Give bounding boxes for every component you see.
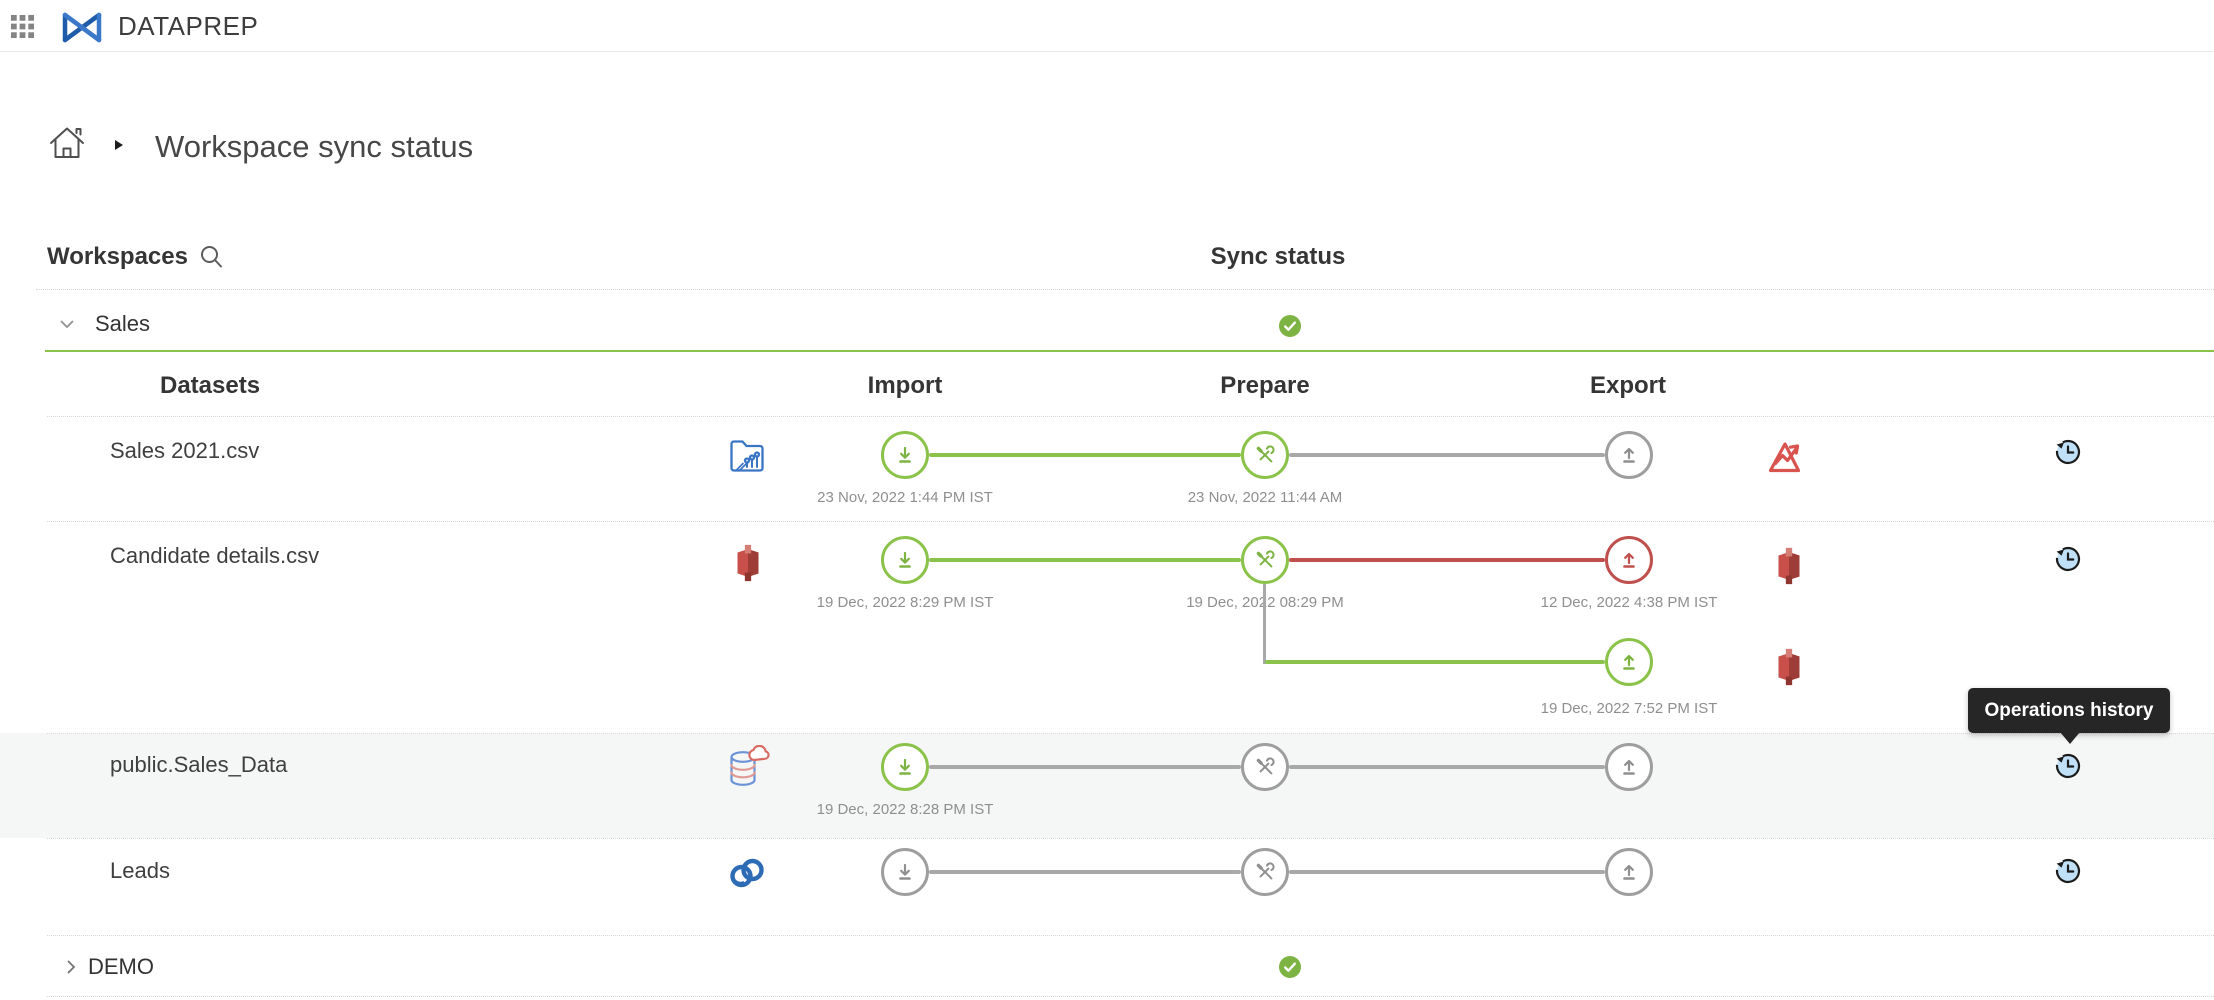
download-icon [899, 551, 911, 568]
dataset-name[interactable]: Candidate details.csv [110, 543, 320, 568]
row1-import-timestamp: 23 Nov, 2022 1:44 PM IST [817, 489, 993, 506]
workspace-demo[interactable]: DEMO [88, 954, 154, 979]
row2-branch-vline [1263, 584, 1266, 664]
redshift-icon [737, 544, 759, 582]
row2-pipe-prepare-export [1289, 558, 1605, 562]
row3-operations-history-button[interactable] [2053, 750, 2083, 780]
cloud-database-icon [730, 745, 770, 786]
analytics-icon [1768, 442, 1801, 473]
column-import: Import [867, 372, 943, 399]
upload-icon [1623, 552, 1635, 568]
row1-operations-history-button[interactable] [2053, 436, 2083, 466]
tooltip-caret [2060, 732, 2080, 744]
row3-pipe-import-prepare [929, 765, 1241, 769]
dataset-name[interactable]: public.Sales_Data [110, 752, 288, 777]
app-grid-icon[interactable] [10, 14, 35, 39]
home-icon[interactable] [46, 122, 88, 164]
row1-export-node[interactable] [1605, 431, 1653, 479]
row1-pipe-import-prepare [929, 453, 1241, 457]
download-icon [899, 758, 911, 775]
row2-prepare-node[interactable] [1241, 536, 1289, 584]
row4-pipe-import-prepare [929, 870, 1241, 874]
row2-export-timestamp: 12 Dec, 2022 4:38 PM IST [1540, 594, 1718, 611]
redshift-icon [1778, 648, 1800, 686]
row-highlight [0, 733, 2214, 838]
row4-export-node[interactable] [1605, 848, 1653, 896]
chevron-down-icon[interactable] [58, 315, 76, 333]
tools-icon [1256, 445, 1275, 463]
redshift-icon [1778, 547, 1800, 585]
upload-icon [1623, 447, 1635, 463]
row1-import-node[interactable] [881, 431, 929, 479]
download-icon [899, 863, 911, 880]
row2-export-node[interactable] [1605, 536, 1653, 584]
dataset-name[interactable]: Sales 2021.csv [110, 438, 260, 463]
history-icon [2055, 858, 2081, 884]
row3-prepare-node[interactable] [1241, 743, 1289, 791]
row4-operations-history-button[interactable] [2053, 855, 2083, 885]
row4-pipe-prepare-export [1289, 870, 1605, 874]
upload-icon [1623, 864, 1635, 880]
row3-export-node[interactable] [1605, 743, 1653, 791]
chevron-right-icon[interactable] [62, 958, 80, 976]
row1-prepare-timestamp: 23 Nov, 2022 11:44 AM [1187, 489, 1343, 506]
divider [47, 996, 2214, 997]
tools-icon [1256, 757, 1275, 775]
row2-operations-history-button[interactable] [2053, 543, 2083, 573]
tools-icon [1256, 862, 1275, 880]
sales-synced-check-icon [1279, 315, 1301, 337]
download-icon [899, 446, 911, 463]
row1-prepare-node[interactable] [1241, 431, 1289, 479]
row2-import-timestamp: 19 Dec, 2022 8:29 PM IST [816, 594, 994, 611]
workspaces-header: Workspaces [47, 243, 188, 270]
topbar: DATAPREP [0, 0, 2214, 52]
upload-icon [1623, 759, 1635, 775]
history-icon [2055, 753, 2081, 779]
operations-history-tooltip: Operations history [1968, 688, 2170, 733]
sales-section-underline [45, 350, 2214, 352]
crm-links-icon [730, 858, 764, 888]
tools-icon [1256, 550, 1275, 568]
divider [47, 521, 2214, 522]
column-prepare: Prepare [1220, 372, 1310, 399]
row2-import-node[interactable] [881, 536, 929, 584]
divider [47, 733, 2214, 734]
divider [47, 935, 2214, 936]
column-datasets: Datasets [160, 372, 261, 399]
divider [47, 838, 2214, 839]
row3-import-node[interactable] [881, 743, 929, 791]
divider [47, 416, 2214, 417]
history-icon [2055, 546, 2081, 572]
demo-synced-check-icon [1279, 956, 1301, 978]
row2-export2-node[interactable] [1605, 638, 1653, 686]
workspace-sales[interactable]: Sales [95, 311, 151, 336]
page-title: Workspace sync status [155, 129, 474, 164]
row2-pipe-import-prepare [929, 558, 1241, 562]
row2-branch-pipe [1265, 660, 1605, 664]
search-icon[interactable] [198, 243, 224, 270]
row2-export2-timestamp: 19 Dec, 2022 7:52 PM IST [1540, 700, 1718, 717]
dataset-name[interactable]: Leads [110, 858, 170, 883]
row3-import-timestamp: 19 Dec, 2022 8:28 PM IST [816, 801, 994, 818]
upload-icon [1623, 654, 1635, 670]
row3-pipe-prepare-export [1289, 765, 1605, 769]
breadcrumb-caret-icon [115, 140, 123, 150]
row4-import-node[interactable] [881, 848, 929, 896]
divider [36, 289, 2214, 290]
row4-prepare-node[interactable] [1241, 848, 1289, 896]
brand-name: DATAPREP [118, 11, 259, 41]
dataprep-logo-icon [62, 12, 102, 43]
row1-pipe-prepare-export [1289, 453, 1605, 457]
file-chart-icon [730, 440, 764, 472]
sync-status-header: Sync status [1210, 243, 1346, 270]
history-icon [2055, 439, 2081, 465]
column-export: Export [1589, 372, 1667, 399]
